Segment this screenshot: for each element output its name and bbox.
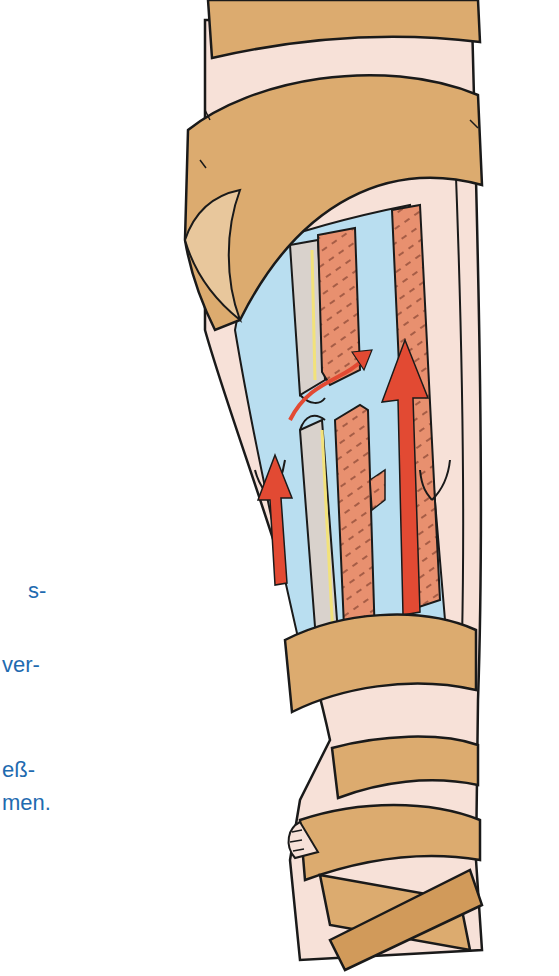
vein-branch [370,470,385,510]
flow-arrow-head [352,350,372,370]
bandage-fold [185,190,240,320]
bandage [185,75,482,330]
toes [289,822,318,858]
bandage [330,870,482,970]
skin-line [455,150,463,640]
flow-arrow [290,360,362,420]
toe-lines [290,830,304,851]
bandage [208,0,480,58]
text-fragment: men. [2,790,51,816]
nerve [312,250,315,380]
flow-arrow [382,340,428,615]
text-fragment: eß- [2,757,35,783]
bandage-edge [200,110,478,168]
vein [335,405,375,650]
text-fragment: s- [28,578,46,604]
vein-valve [420,460,450,500]
bandage [332,737,478,798]
bandage [285,615,476,712]
vein [318,228,360,385]
text-fragment: ver- [2,652,40,678]
bandage [300,805,480,880]
flow-arrow [258,455,292,585]
